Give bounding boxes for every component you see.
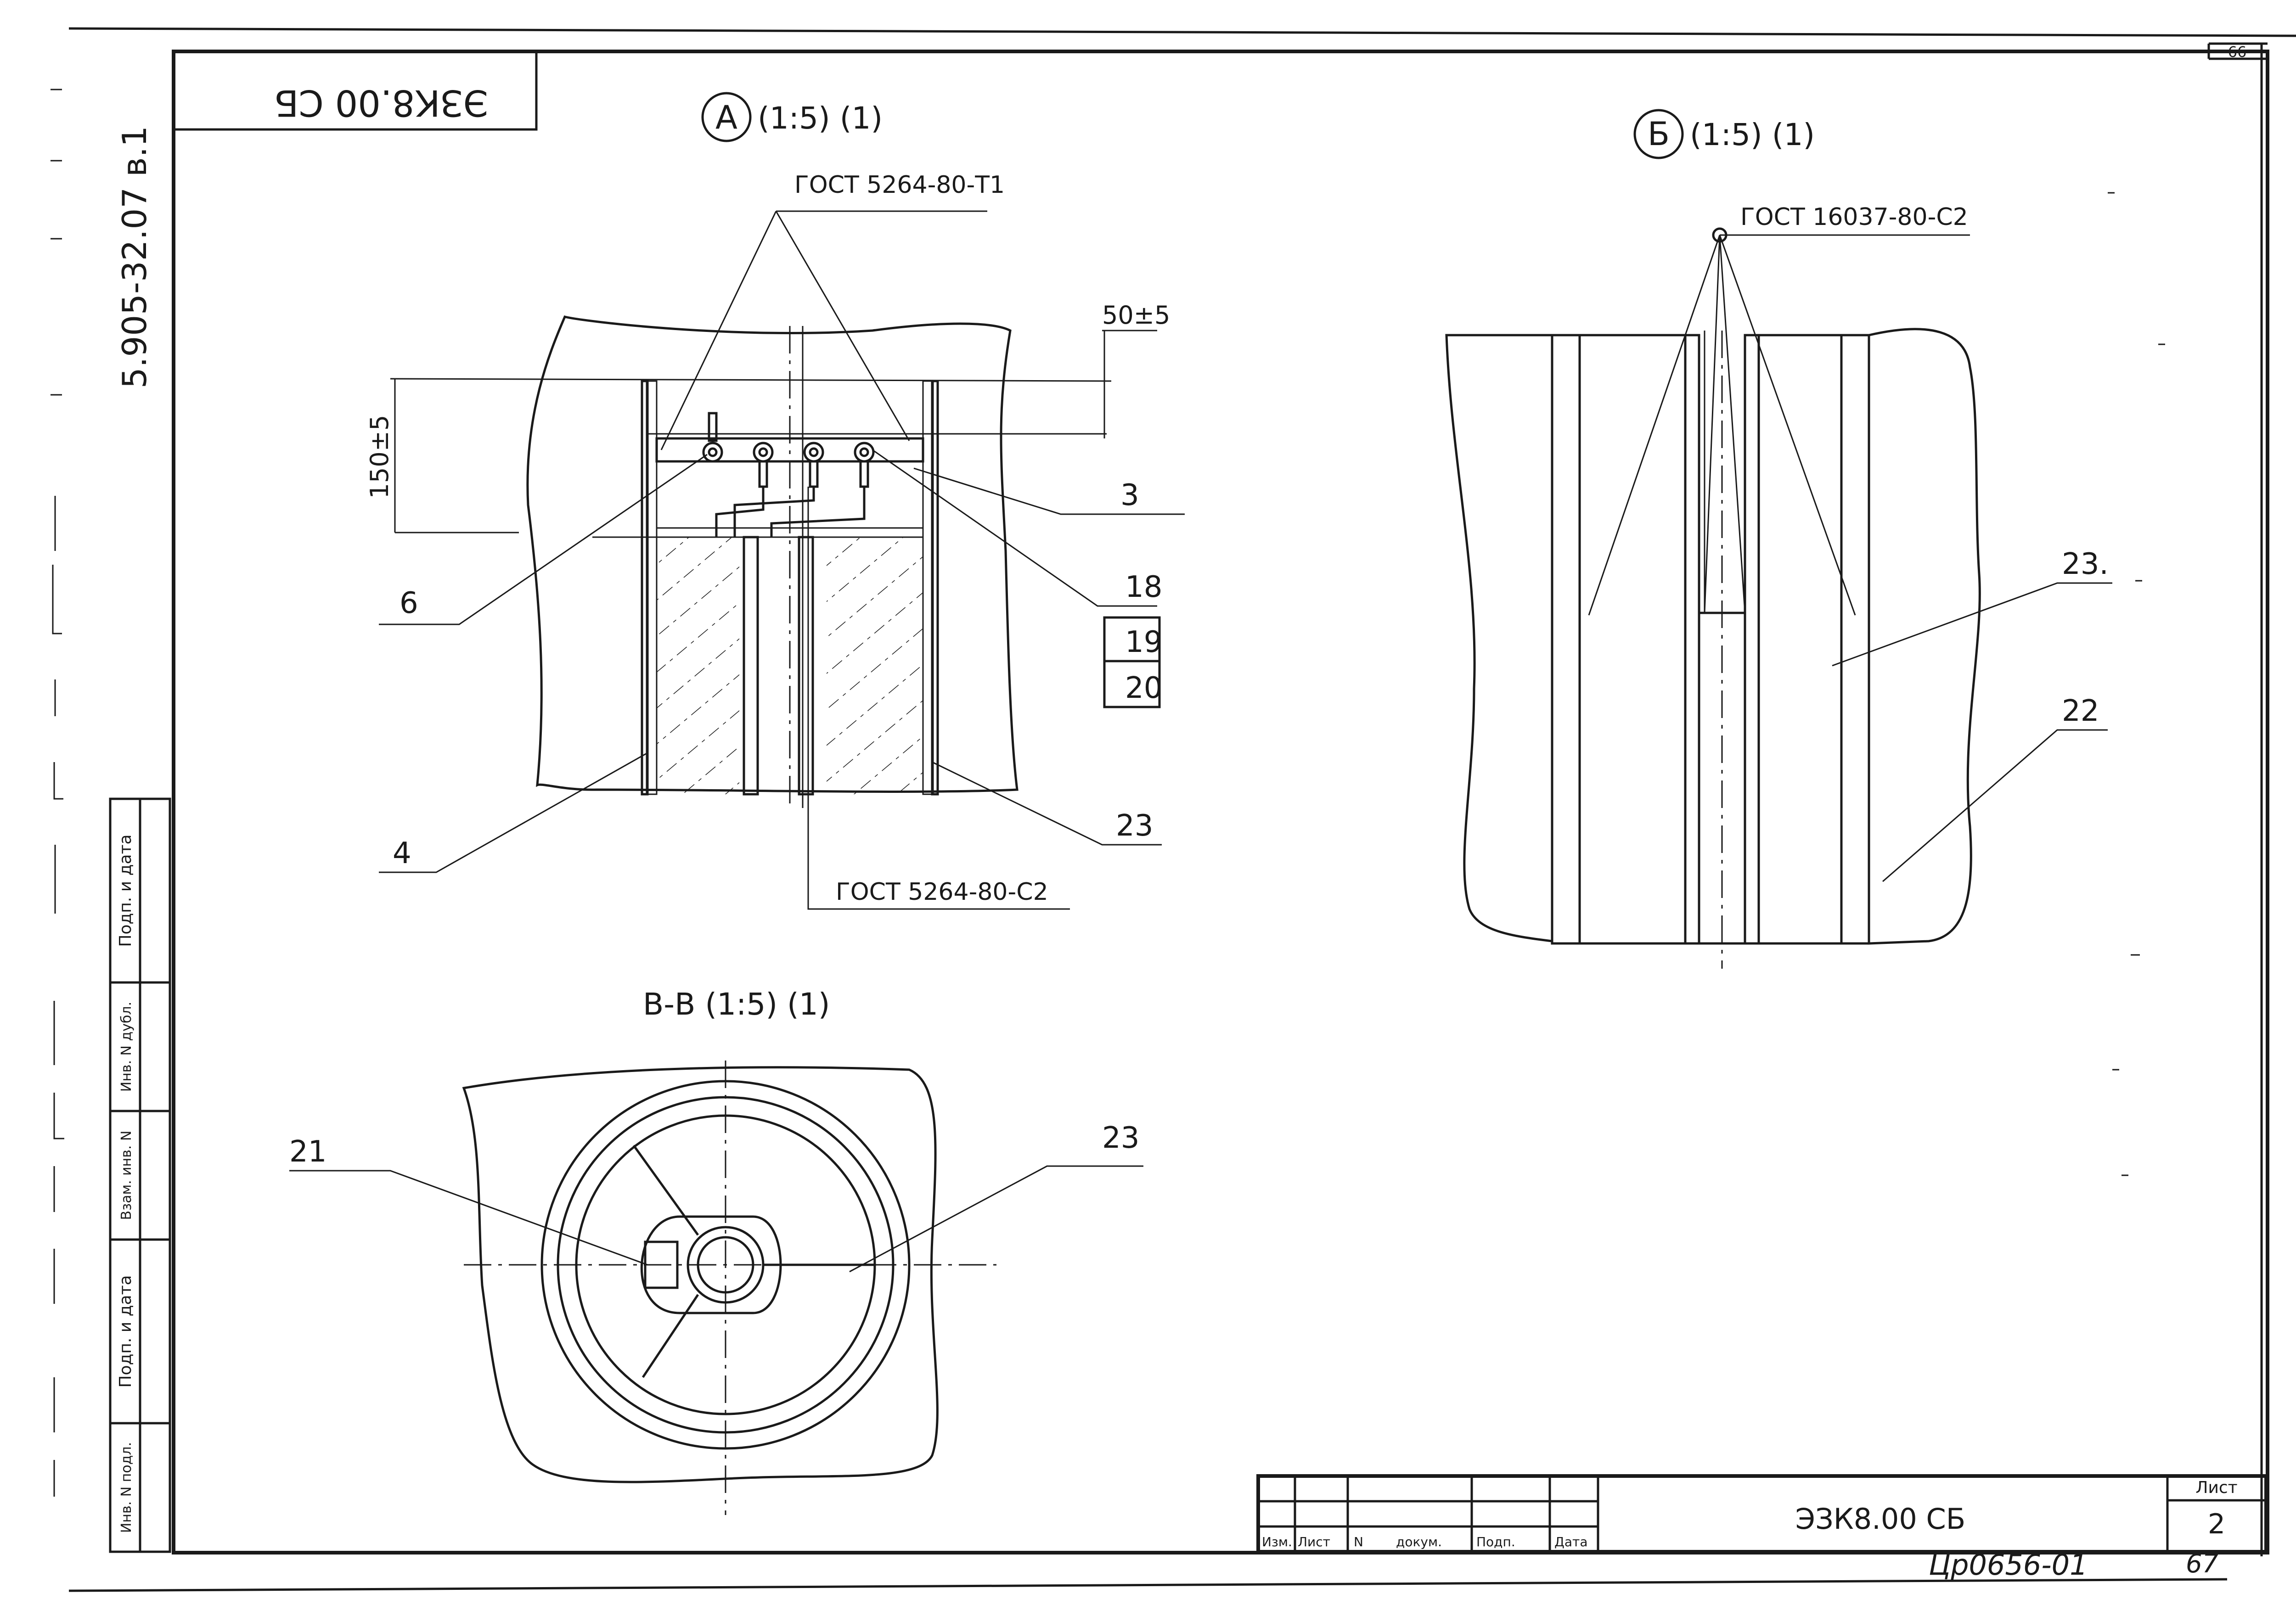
stray-marks xyxy=(2108,192,2165,1176)
side-stamp-label-1: Подп. и дата xyxy=(116,834,135,947)
callout-18: 18 xyxy=(1125,570,1162,604)
side-stamp-label-3: Взам. инв. N xyxy=(118,1131,135,1220)
sheet-frame xyxy=(68,27,2296,1592)
view-a-gost-bottom: ГОСТ 5264-80-С2 xyxy=(836,878,1048,906)
rotated-stamp-box: ЭЗК8.00 СБ xyxy=(172,50,538,131)
page-corner-number: 66 xyxy=(2228,43,2247,61)
view-a-scale: (1:5) (1) xyxy=(758,101,883,136)
tb-header-izm: Изм. xyxy=(1262,1534,1292,1549)
callout-6: 6 xyxy=(400,586,418,620)
callout-19: 19 xyxy=(1125,625,1162,659)
view-a: А (1:5) (1) xyxy=(365,92,1185,910)
callout-20: 20 xyxy=(1125,671,1162,705)
view-a-gost-top: ГОСТ 5264-80-Т1 xyxy=(794,171,1005,199)
side-stamp: Подп. и дата Инв. N дубл. Взам. инв. N П… xyxy=(109,797,171,1553)
view-b-marker: Б xyxy=(1648,115,1670,153)
tb-header-list: Лист xyxy=(1298,1534,1330,1549)
tb-header-data: Дата xyxy=(1554,1534,1588,1549)
callout-23-b: 23. xyxy=(2062,547,2109,581)
tb-sheet-label: Лист xyxy=(2195,1478,2237,1497)
tb-handwritten-code: Цр0656-01 xyxy=(1929,1548,2088,1582)
doc-code-vertical: 5.905-32.07 в.1 xyxy=(115,126,154,388)
view-b: Б (1:5) (1) ГОСТ 16037-80-С2 23. 22 xyxy=(1445,109,2112,969)
margin-marks xyxy=(51,89,64,1497)
tb-header-dokum: докум. xyxy=(1396,1534,1442,1549)
tb-header-podp: Подп. xyxy=(1476,1534,1515,1549)
view-a-dim-side: 150±5 xyxy=(365,415,394,499)
title-block: Изм. Лист N докум. Подп. Дата ЭЗК8.00 СБ… xyxy=(1256,1474,2268,1582)
view-a-dim-top: 50±5 xyxy=(1102,301,1170,330)
callout-23-c: 23 xyxy=(1102,1121,1139,1155)
section-v: В-В (1:5) (1) 21 23 xyxy=(289,987,1143,1515)
view-b-scale: (1:5) (1) xyxy=(1690,117,1815,152)
callout-4: 4 xyxy=(393,836,411,870)
side-stamp-label-2: Инв. N дубл. xyxy=(118,1002,135,1092)
rotated-stamp-text: ЭЗК8.00 СБ xyxy=(274,82,488,123)
tb-designation: ЭЗК8.00 СБ xyxy=(1795,1502,1966,1536)
tb-header-n: N xyxy=(1354,1534,1363,1549)
view-b-gost: ГОСТ 16037-80-С2 xyxy=(1740,203,1968,231)
side-stamp-label-4: Подп. и дата xyxy=(116,1275,135,1387)
callout-22: 22 xyxy=(2062,694,2099,728)
callout-23-a: 23 xyxy=(1116,809,1153,843)
view-a-marker: А xyxy=(715,99,737,136)
callout-3: 3 xyxy=(1120,478,1139,512)
callout-21: 21 xyxy=(289,1135,326,1169)
tb-sheet-number: 2 xyxy=(2208,1508,2225,1540)
section-v-title: В-В (1:5) (1) xyxy=(643,987,830,1022)
tb-handwritten-page: 67 xyxy=(2186,1549,2219,1579)
side-stamp-label-5: Инв. N подл. xyxy=(118,1442,135,1533)
